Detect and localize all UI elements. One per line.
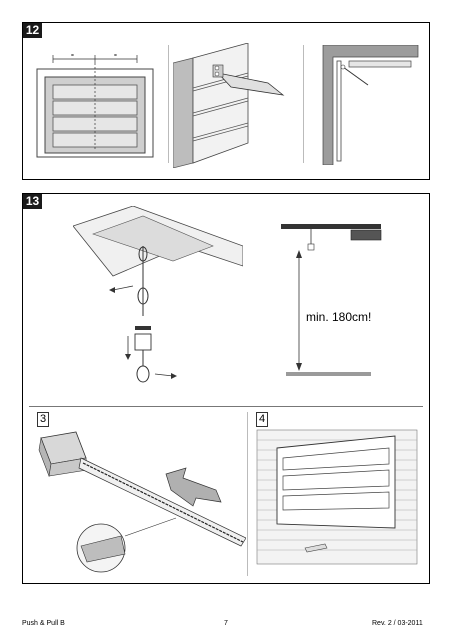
door-measurement-illustration: = = [36,53,154,158]
svg-text:=: = [114,53,117,59]
minimum-height-illustration [281,224,382,376]
step-12-number: 12 [23,23,42,38]
side-section-illustration [322,45,419,165]
step-13-panel: 13 min. 180cm! 3 [22,193,430,584]
svg-text:=: = [71,53,74,59]
garage-door-illustration [256,429,418,565]
rail-slide-illustration [38,431,246,573]
divider-12a [168,45,169,163]
step-13-number: 13 [23,194,42,209]
footer-left: Push & Pull B [22,620,65,627]
footer-page-number: 7 [224,620,228,627]
substep-3-label: 3 [37,412,50,427]
bracket-mount-illustration [173,43,285,168]
step-12-panel: 12 = = [22,22,430,180]
minimum-height-label: min. 180cm! [306,310,372,324]
divider-12b [303,45,304,163]
emergency-release-illustration [73,206,243,383]
divider-13-vertical [247,412,248,576]
footer-revision: Rev. 2 / 03-2011 [372,620,423,627]
substep-4-label: 4 [256,412,269,427]
divider-13-horizontal [29,406,423,407]
